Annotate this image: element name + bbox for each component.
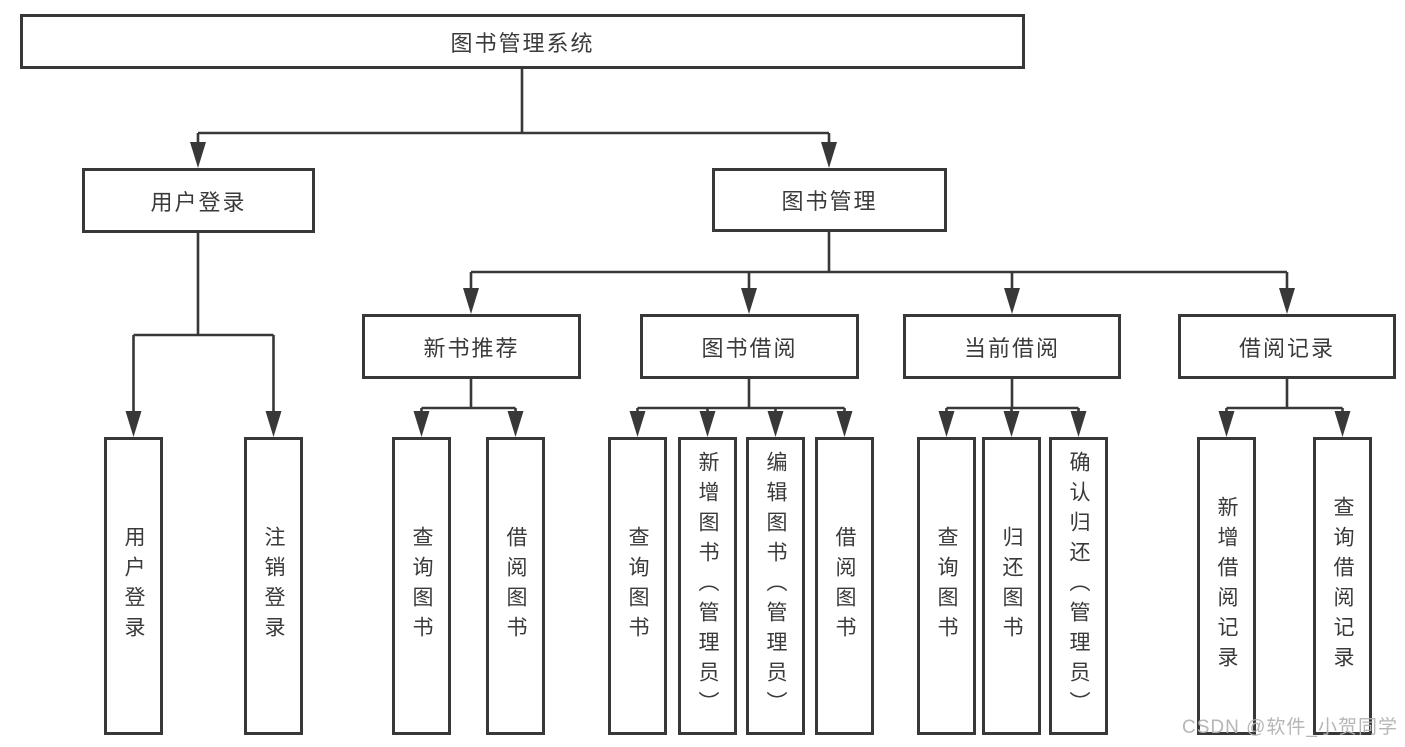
leaf-user-login-label: 用户登录 <box>122 526 145 646</box>
connector-current-borrow-trunk <box>945 379 1080 412</box>
arrowheads <box>125 142 1351 437</box>
node-borrow-records: 借阅记录 <box>1178 314 1396 379</box>
leaf-current-confirm-return-admin-label: 确认归还（管理员） <box>1067 451 1090 721</box>
arrow-leaf-13 <box>1334 411 1351 437</box>
leaf-borrow-add-books-admin-label: 新增图书（管理员） <box>696 451 719 721</box>
arrow-to-current-borrow <box>1004 288 1020 314</box>
leaf-newrec-borrow-books: 借阅图书 <box>486 437 545 735</box>
connector-borrow-records-trunk <box>1225 379 1344 412</box>
leaf-records-add-record: 新增借阅记录 <box>1197 437 1256 735</box>
node-user-login: 用户登录 <box>82 168 315 233</box>
leaf-records-query-record-label: 查询借阅记录 <box>1331 496 1354 676</box>
leaf-records-query-record: 查询借阅记录 <box>1313 437 1372 735</box>
arrow-to-borrow-records <box>1279 288 1295 314</box>
leaf-logout-label: 注销登录 <box>262 526 285 646</box>
leaf-records-add-record-label: 新增借阅记录 <box>1215 496 1238 676</box>
arrow-to-user-login <box>190 142 206 168</box>
leaf-newrec-borrow-books-label: 借阅图书 <box>504 526 527 646</box>
leaf-current-return-books-label: 归还图书 <box>1000 526 1023 646</box>
connector-lines <box>132 69 1344 412</box>
node-new-book-recommend: 新书推荐 <box>362 314 581 379</box>
arrow-leaf-8 <box>836 411 853 437</box>
leaf-current-query-books: 查询图书 <box>917 437 976 735</box>
node-user-login-label: 用户登录 <box>150 189 247 215</box>
node-library-system: 图书管理系统 <box>20 14 1025 69</box>
leaf-borrow-add-books-admin: 新增图书（管理员） <box>678 437 737 735</box>
csdn-watermark: CSDN @软件_小贺同学 <box>1182 717 1398 738</box>
connector-new-book-trunk <box>420 379 517 412</box>
leaf-user-login: 用户登录 <box>104 437 163 735</box>
node-current-borrow: 当前借阅 <box>903 314 1121 379</box>
leaf-current-return-books: 归还图书 <box>982 437 1041 735</box>
node-current-borrow-label: 当前借阅 <box>963 335 1060 361</box>
node-library-system-label: 图书管理系统 <box>450 30 595 56</box>
node-book-borrow: 图书借阅 <box>640 314 859 379</box>
arrow-leaf-4 <box>507 411 524 437</box>
leaf-current-confirm-return-admin: 确认归还（管理员） <box>1049 437 1108 735</box>
connector-root-trunk <box>196 69 831 143</box>
leaf-logout: 注销登录 <box>244 437 303 735</box>
arrow-leaf-10 <box>1003 411 1020 437</box>
arrow-to-book-borrow <box>741 288 757 314</box>
leaf-newrec-query-books-label: 查询图书 <box>410 526 433 646</box>
node-borrow-records-label: 借阅记录 <box>1238 335 1335 361</box>
leaf-borrow-edit-books-admin: 编辑图书（管理员） <box>746 437 805 735</box>
node-book-management: 图书管理 <box>712 168 947 232</box>
leaf-borrow-edit-books-admin-label: 编辑图书（管理员） <box>764 451 787 721</box>
leaf-newrec-query-books: 查询图书 <box>392 437 451 735</box>
arrow-leaf-7 <box>767 411 784 437</box>
leaf-borrow-borrow-books-label: 借阅图书 <box>833 526 856 646</box>
leaf-borrow-query-books-label: 查询图书 <box>626 526 649 646</box>
node-new-book-recommend-label: 新书推荐 <box>423 335 520 361</box>
arrow-leaf-11 <box>1070 411 1087 437</box>
connector-book-mgmt-trunk <box>469 232 1289 289</box>
node-book-management-label: 图书管理 <box>781 189 878 214</box>
leaf-current-query-books-label: 查询图书 <box>935 526 958 646</box>
arrow-leaf-9 <box>938 411 955 437</box>
arrow-leaf-1 <box>125 411 142 437</box>
arrow-leaf-6 <box>699 411 716 437</box>
leaf-borrow-query-books: 查询图书 <box>608 437 667 735</box>
arrow-to-new-book <box>463 288 479 314</box>
connector-user-login-trunk <box>132 233 275 412</box>
arrow-leaf-12 <box>1218 411 1235 437</box>
node-book-borrow-label: 图书借阅 <box>701 335 798 361</box>
arrow-leaf-5 <box>629 411 646 437</box>
arrow-leaf-2 <box>265 411 282 437</box>
leaf-borrow-borrow-books: 借阅图书 <box>815 437 874 735</box>
arrow-to-book-mgmt <box>821 142 837 168</box>
arrow-leaf-3 <box>413 411 430 437</box>
connector-book-borrow-trunk <box>636 379 846 412</box>
